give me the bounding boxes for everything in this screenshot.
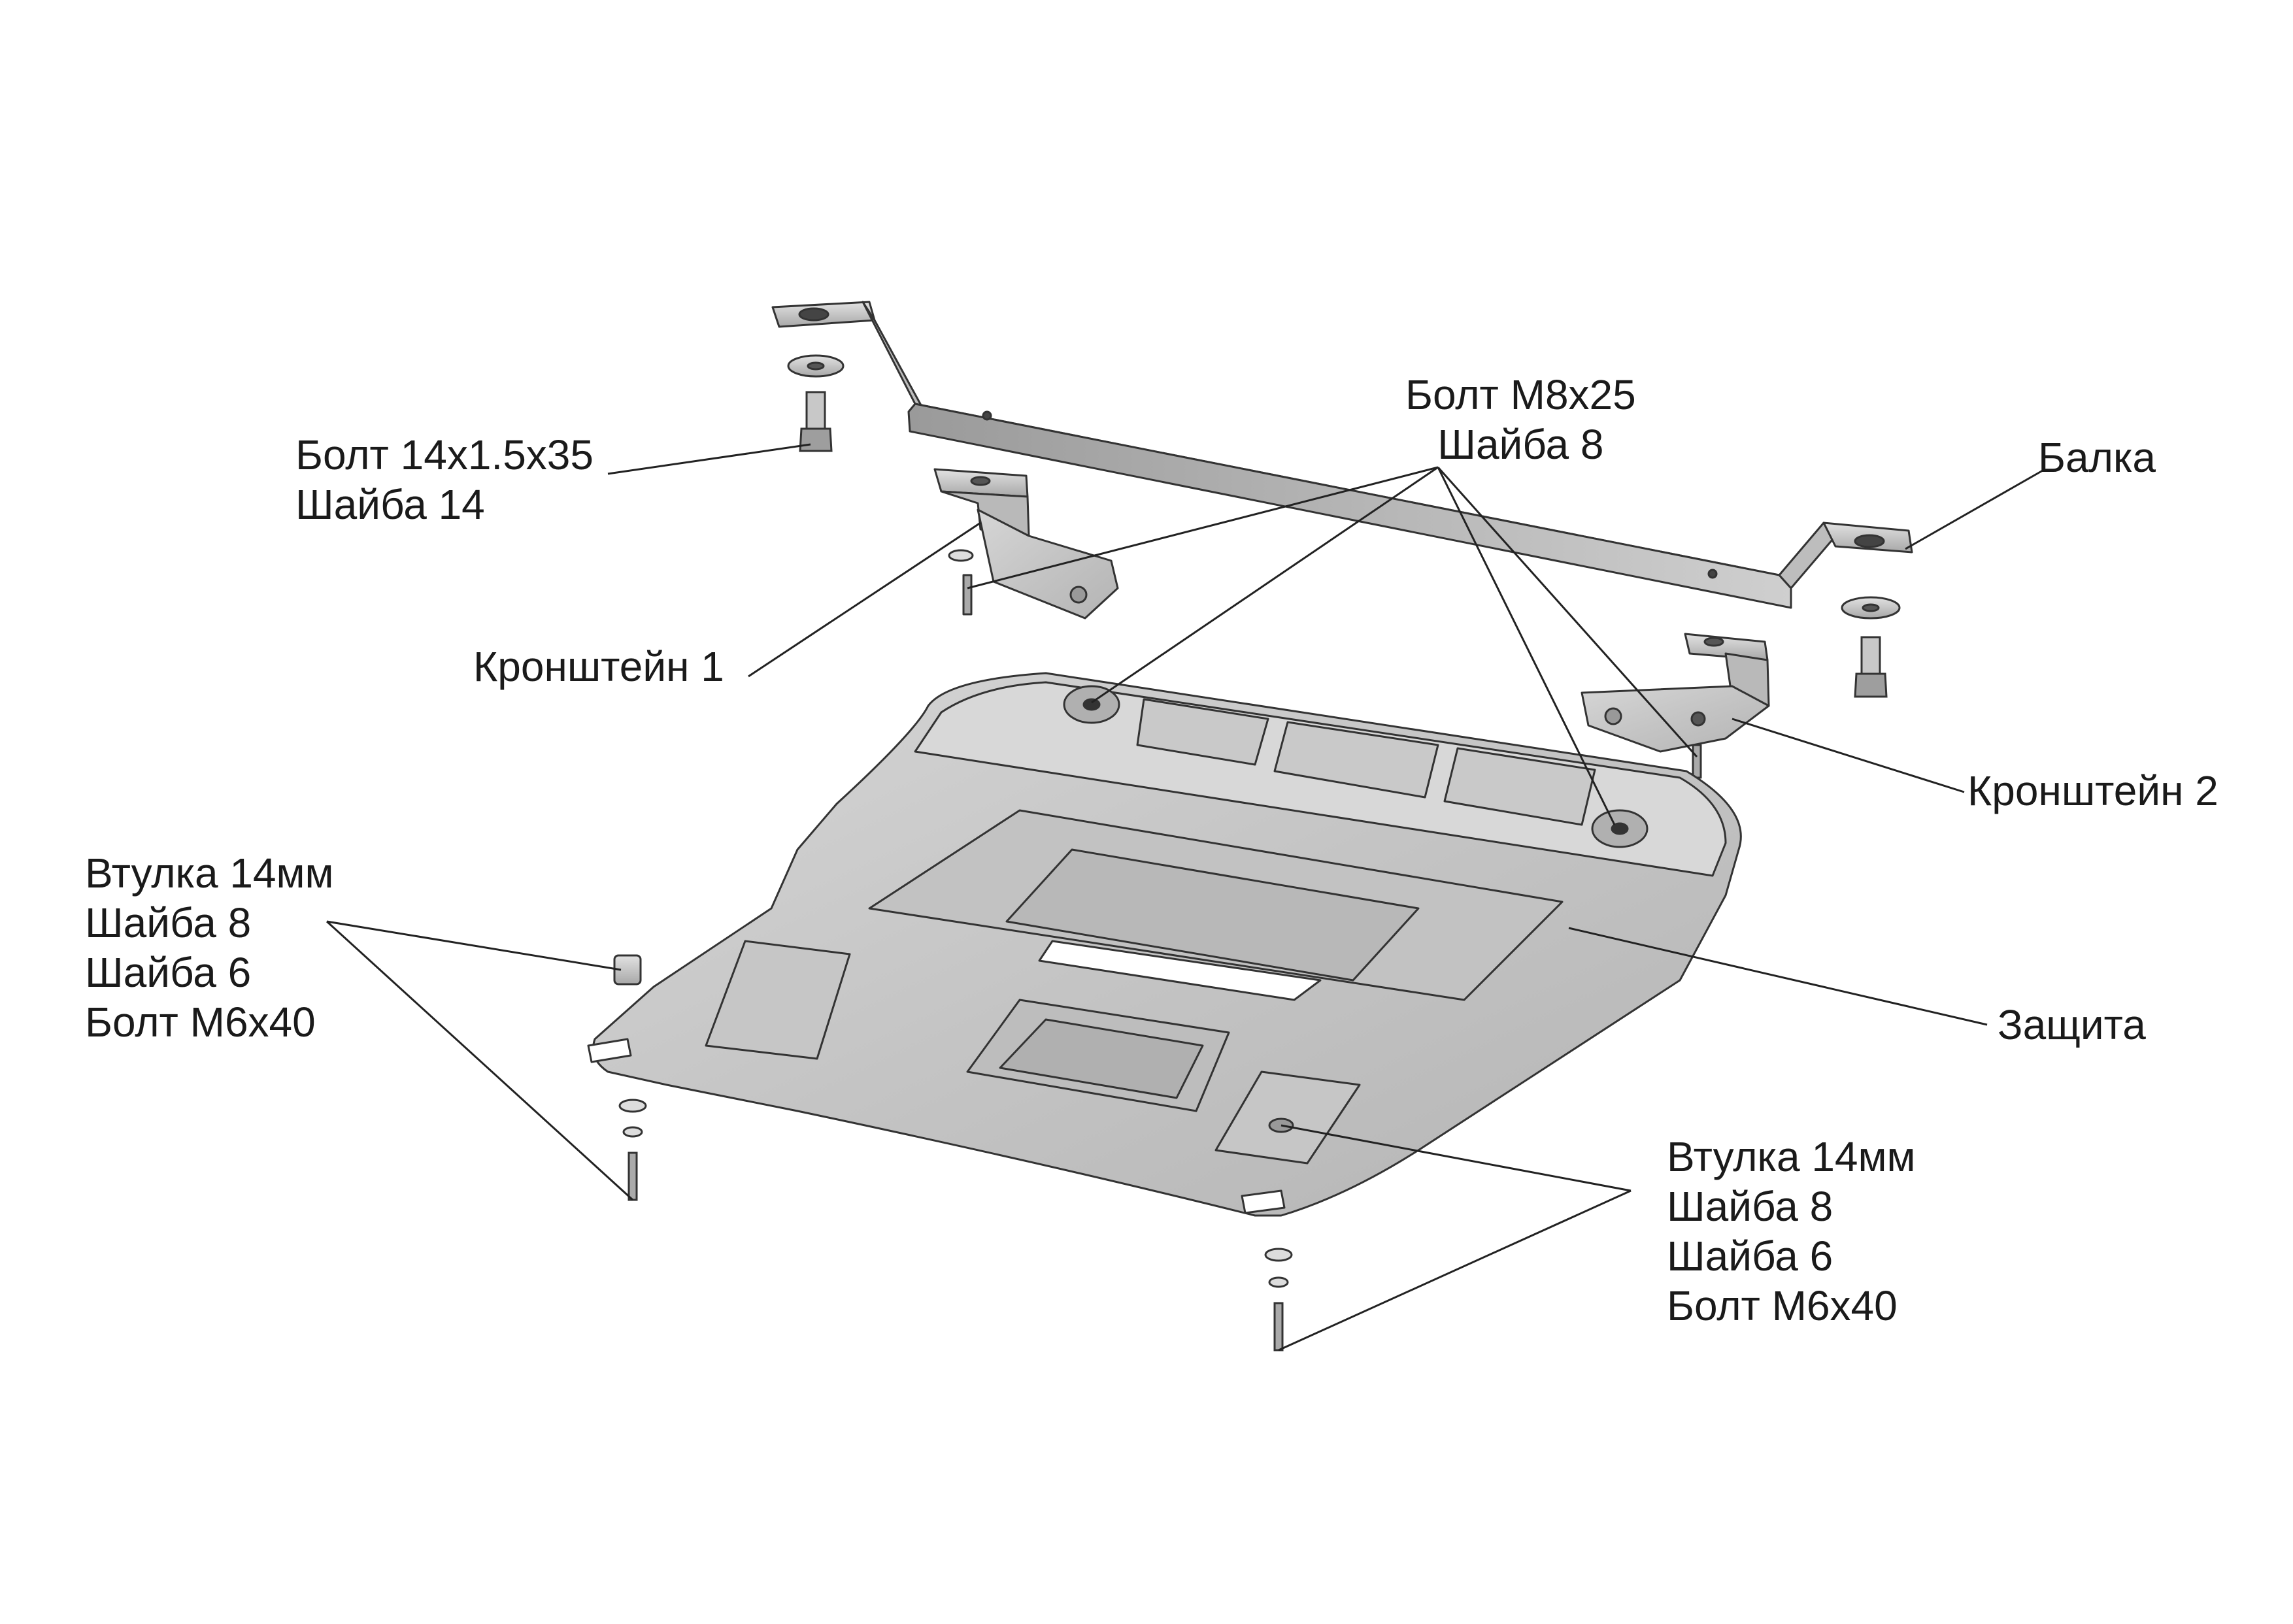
label-bracket-1: Кронштейн 1 (473, 642, 724, 691)
label-line: Шайба 6 (1667, 1233, 1833, 1280)
left-front-fasteners (618, 1099, 647, 1201)
leader-lines (326, 443, 2043, 1351)
label-line: Кронштейн 2 (1967, 767, 2218, 814)
label-line: Болт М6x40 (1667, 1282, 1898, 1329)
label-line: Шайба 8 (85, 899, 252, 946)
label-line: Втулка 14мм (1667, 1133, 1916, 1180)
label-bolt-m8: Болт М8x25 Шайба 8 (1405, 370, 1636, 469)
beam-part (771, 301, 1913, 609)
label-line: Болт М8x25 (1405, 371, 1636, 418)
label-bolt-14: Болт 14x1.5x35 Шайба 14 (295, 430, 594, 529)
label-line: Болт 14x1.5x35 (295, 431, 594, 478)
label-line: Балка (2038, 434, 2156, 481)
label-left-fasteners: Втулка 14мм Шайба 8 Шайба 6 Болт М6x40 (85, 848, 334, 1047)
label-line: Втулка 14мм (85, 850, 334, 897)
label-line: Шайба 8 (1437, 421, 1604, 468)
bolt-14-set-right (1841, 596, 1901, 698)
right-front-fasteners (1264, 1248, 1293, 1351)
label-line: Шайба 6 (85, 949, 252, 996)
label-line: Болт М6x40 (85, 999, 316, 1046)
label-line: Защита (1998, 1001, 2146, 1048)
label-line: Шайба 8 (1667, 1183, 1833, 1230)
bracket-2-part (1581, 633, 1770, 779)
label-right-fasteners: Втулка 14мм Шайба 8 Шайба 6 Болт М6x40 (1667, 1132, 1916, 1331)
label-bracket-2: Кронштейн 2 (1967, 766, 2218, 816)
label-beam: Балка (2038, 433, 2156, 482)
bracket-1-part (933, 468, 1119, 620)
label-line: Шайба 14 (295, 481, 485, 528)
label-line: Кронштейн 1 (473, 643, 724, 690)
bolt-14-set (787, 354, 845, 452)
label-guard: Защита (1998, 1000, 2146, 1050)
guard-plate (587, 672, 1742, 1217)
